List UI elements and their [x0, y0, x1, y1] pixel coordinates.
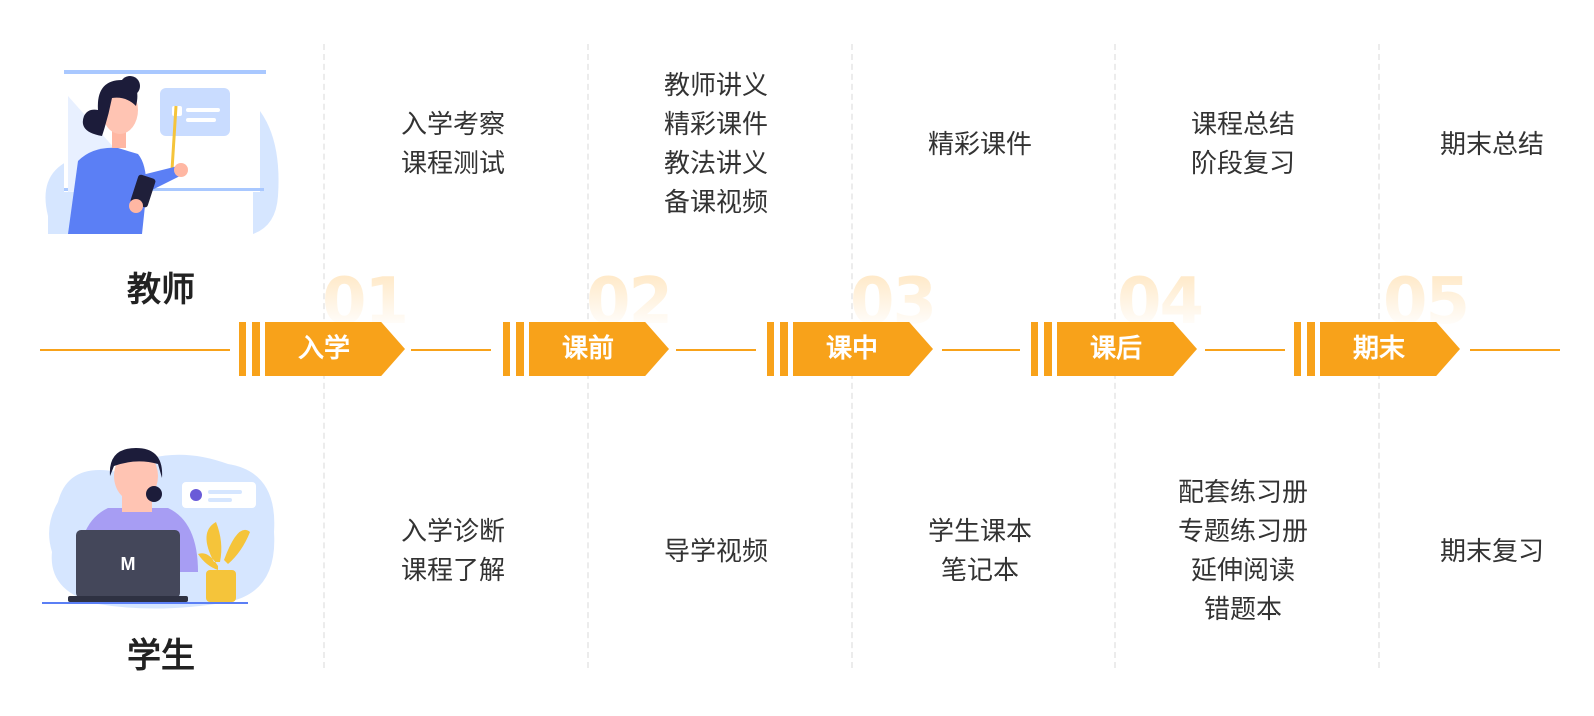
stage-arrow-label: 课后: [1057, 322, 1197, 376]
timeline-line: [676, 349, 756, 351]
stage-stripe: [780, 322, 788, 376]
resource-item: 课程总结: [1190, 110, 1295, 140]
resource-item: 期末复习: [1439, 537, 1544, 567]
resource-item: 导学视频: [663, 537, 768, 567]
resource-item: 配套练习册: [1177, 478, 1308, 508]
stage-stripe: [1294, 322, 1301, 376]
stage-stripe: [252, 322, 260, 376]
resource-item: 课程了解: [400, 556, 505, 586]
stage-stripe: [1307, 322, 1315, 376]
resource-item: 教师讲义: [663, 71, 768, 101]
stage-stripe: [767, 322, 774, 376]
stage-stripe: [516, 322, 524, 376]
resource-item: 精彩课件: [927, 130, 1032, 160]
teacher-resources-stage-2: 教师讲义 精彩课件 教法讲义 备课视频: [601, 67, 831, 223]
student-resources-stage-4: 配套练习册 专题练习册 延伸阅读 错题本: [1128, 474, 1358, 630]
student-resources-stage-2: 导学视频: [601, 533, 831, 572]
student-resources-stage-5: 期末复习: [1392, 533, 1592, 572]
stage-arrow-label: 课中: [793, 322, 933, 376]
resource-item: 专题练习册: [1177, 517, 1308, 547]
teacher-illustration-icon: [38, 66, 282, 236]
resource-item: 课程测试: [400, 149, 505, 179]
timeline-line: [1470, 349, 1560, 351]
student-resources-stage-3: 学生课本 笔记本: [865, 513, 1095, 591]
timeline-line: [411, 349, 491, 351]
stage-arrow-label: 课前: [529, 322, 669, 376]
resource-item: 入学诊断: [400, 517, 505, 547]
resource-item: 备课视频: [663, 188, 768, 218]
stage-stripe: [503, 322, 510, 376]
stage-arrow-label: 入学: [265, 322, 405, 376]
stage-stripe: [1044, 322, 1052, 376]
stage-stripe: [239, 322, 246, 376]
timeline-line: [40, 349, 230, 351]
teacher-resources-stage-3: 精彩课件: [865, 126, 1095, 165]
resource-item: 笔记本: [940, 556, 1019, 586]
resource-item: 精彩课件: [663, 110, 768, 140]
stage-stripe: [1031, 322, 1038, 376]
resource-item: 入学考察: [400, 110, 505, 140]
timeline-line: [942, 349, 1020, 351]
teacher-resources-stage-5: 期末总结: [1392, 126, 1592, 165]
resource-item: 错题本: [1203, 595, 1282, 625]
student-resources-stage-1: 入学诊断 课程了解: [338, 513, 568, 591]
resource-item: 教法讲义: [663, 149, 768, 179]
svg-text:M: M: [121, 554, 136, 574]
teacher-resources-stage-1: 入学考察 课程测试: [338, 106, 568, 184]
teacher-role-label: 教师: [127, 270, 195, 310]
teacher-resources-stage-4: 课程总结 阶段复习: [1128, 106, 1358, 184]
resource-item: 学生课本: [927, 517, 1032, 547]
stage-arrow-label: 期末: [1320, 322, 1460, 376]
student-role-label: 学生: [127, 636, 195, 676]
timeline-line: [1205, 349, 1285, 351]
resource-item: 期末总结: [1439, 130, 1544, 160]
resource-item: 阶段复习: [1190, 149, 1295, 179]
student-laptop-illustration-icon: M: [38, 442, 282, 612]
resource-item: 延伸阅读: [1190, 556, 1295, 586]
